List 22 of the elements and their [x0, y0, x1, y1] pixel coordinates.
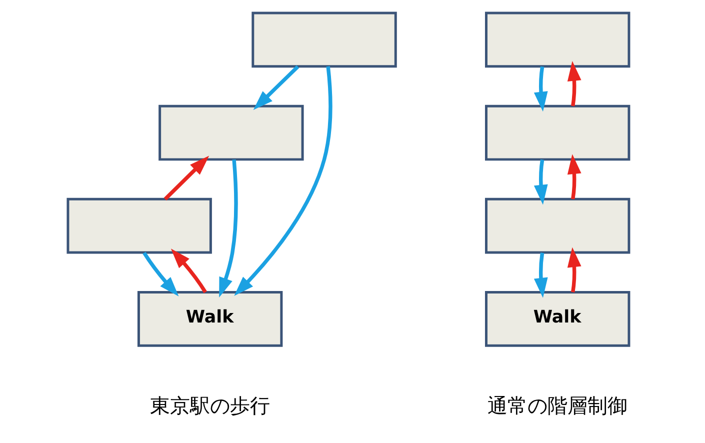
node-box: Walk [137, 291, 283, 347]
label: 通常の階層制御 [488, 394, 628, 418]
label: 東京駅の歩行 [150, 394, 270, 418]
node-box [158, 104, 304, 161]
arrow [253, 65, 300, 110]
node-box [485, 198, 630, 254]
arrow [142, 252, 179, 296]
arrow [219, 159, 238, 298]
arrow [567, 247, 582, 292]
arrow [567, 61, 582, 106]
arrow [534, 252, 548, 298]
node-box [485, 12, 630, 68]
arrow [534, 66, 548, 112]
arrow [534, 159, 548, 205]
node-box: Walk [485, 291, 630, 347]
arrow [164, 156, 210, 200]
node-box [66, 198, 212, 254]
arrow [234, 66, 332, 296]
arrow [567, 154, 582, 200]
arrow [170, 248, 207, 294]
node-box [252, 12, 397, 68]
node-box [485, 104, 630, 161]
